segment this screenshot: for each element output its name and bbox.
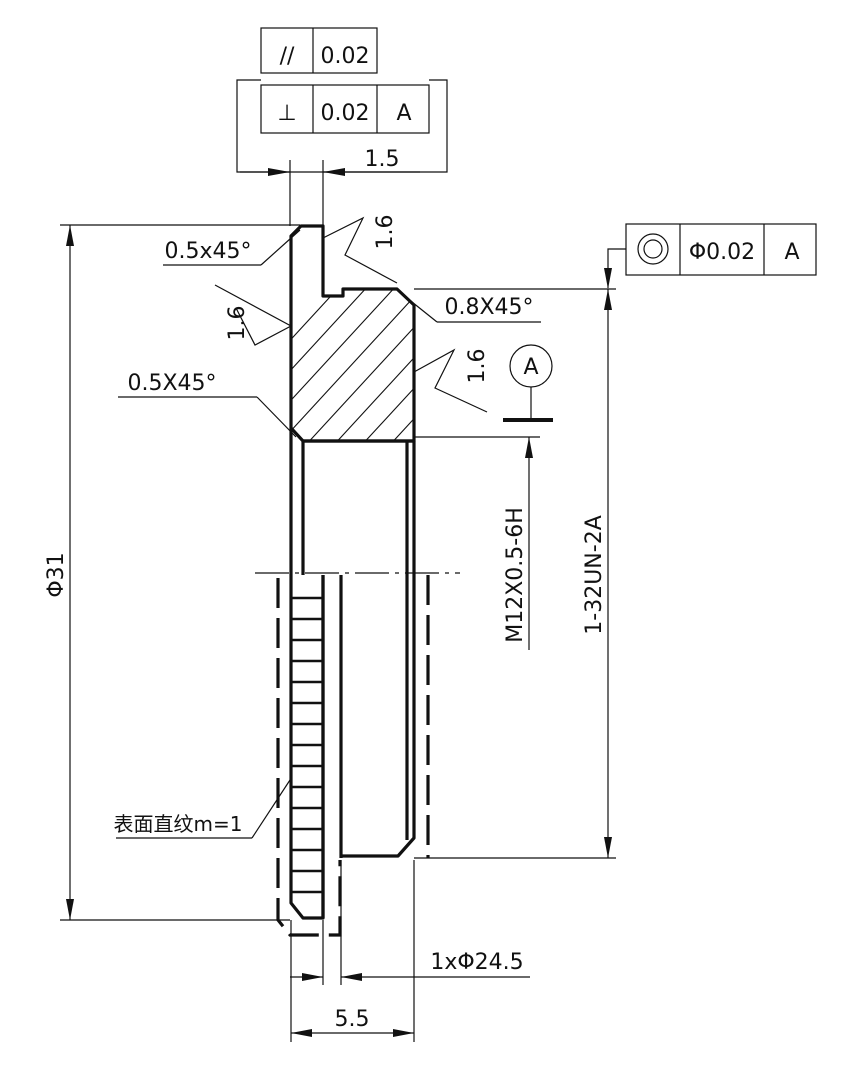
bore-region — [289, 428, 416, 575]
bottom-relief-label: 1xΦ24.5 — [430, 950, 523, 975]
parallelism-value: 0.02 — [321, 44, 370, 69]
chamfer-left-callout: 0.5X45° — [118, 371, 297, 438]
hatch-line — [432, 210, 662, 460]
knurl-note-label: 表面直纹m=1 — [114, 812, 243, 836]
concentricity-outer-circle — [637, 233, 669, 265]
perpendicularity-symbol: ⊥ — [277, 101, 296, 126]
external-thread-body — [339, 575, 430, 858]
chamfer-top-label: 0.5x45° — [164, 239, 251, 264]
roughness-right-value: 1.6 — [465, 349, 490, 384]
total-width-dimension: 5.5 — [290, 860, 415, 1042]
frame-leader-box — [236, 79, 448, 173]
knurl-ticks — [291, 596, 323, 894]
datum-a-symbol: A — [503, 344, 553, 422]
section-hatching — [291, 210, 718, 460]
perpendicularity-datum: A — [396, 101, 411, 126]
knurl-region — [289, 575, 325, 920]
hatch-line — [403, 226, 414, 441]
hatch-line — [460, 210, 690, 460]
knurl-note-callout: 表面直纹m=1 — [114, 779, 291, 839]
external-thread-label: 1-32UN-2A — [582, 515, 607, 634]
hatch-line — [375, 226, 414, 441]
hatch-line — [319, 226, 414, 441]
internal-thread-dimension: M12X0.5-6H — [414, 436, 540, 650]
total-width-label: 5.5 — [335, 1007, 370, 1032]
hatch-line — [291, 226, 414, 441]
hatch-line — [347, 226, 414, 441]
chamfer-left-label: 0.5X45° — [127, 371, 216, 396]
hatch-line — [291, 226, 414, 441]
concentricity-value: Φ0.02 — [689, 240, 755, 265]
roughness-left-value: 1.6 — [225, 306, 250, 341]
datum-a-label: A — [523, 355, 538, 380]
perpendicularity-value: 0.02 — [321, 101, 370, 126]
perpendicularity-frame: ⊥ 0.02 A — [260, 84, 430, 134]
parallelism-symbol: // — [280, 44, 295, 69]
external-thread-dimension: 1-32UN-2A — [414, 288, 616, 859]
chamfer-right-label: 0.8X45° — [444, 295, 533, 320]
hatch-line — [291, 226, 414, 441]
roughness-top-value: 1.6 — [373, 215, 398, 250]
chamfer-right-callout: 0.8X45° — [396, 289, 541, 323]
outer-diameter-dimension: Φ31 — [44, 224, 300, 921]
top-width-label: 1.5 — [365, 147, 400, 172]
parallelism-frame: // 0.02 — [260, 27, 378, 74]
knurl-phantom-outline — [276, 578, 342, 937]
roughness-symbol-top: 1.6 — [322, 215, 398, 284]
roughness-symbol-right: 1.6 — [413, 349, 490, 413]
dimension-top-width: 1.5 — [240, 147, 420, 226]
concentricity-datum: A — [784, 240, 799, 265]
chamfer-top-callout: 0.5x45° — [163, 229, 301, 266]
hatch-line — [488, 210, 718, 460]
roughness-symbol-left: 1.6 — [214, 284, 293, 346]
bottom-relief-dimension: 1xΦ24.5 — [290, 860, 530, 985]
concentricity-inner-circle — [643, 239, 663, 259]
concentricity-frame: Φ0.02 A — [604, 223, 817, 289]
internal-thread-label: M12X0.5-6H — [503, 507, 528, 643]
outer-diameter-label: Φ31 — [44, 552, 69, 597]
